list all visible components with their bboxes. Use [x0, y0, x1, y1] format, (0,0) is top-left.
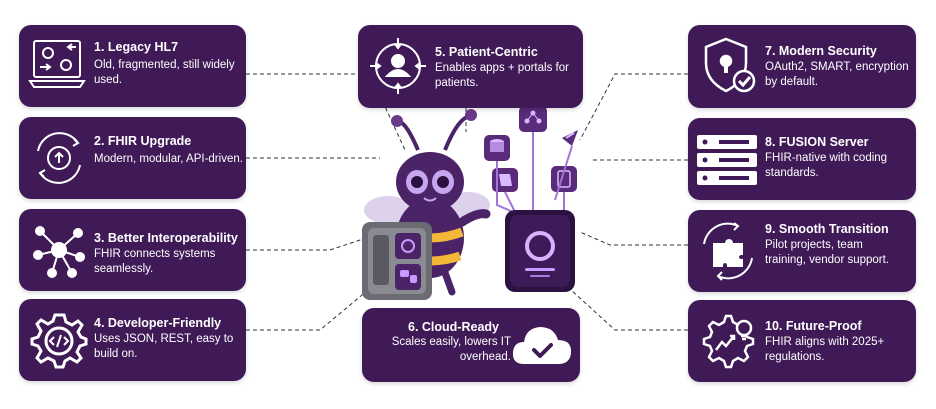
fhir-server-device	[505, 210, 575, 292]
card-title: 6. Cloud-Ready	[408, 320, 499, 334]
card-description: FHIR aligns with 2025+ regulations.	[765, 336, 885, 363]
share-node-icon	[519, 106, 547, 132]
shield-lock-icon	[698, 35, 758, 97]
card-cloud-ready: 6. Cloud-Ready Scales easily, lowers IT …	[362, 308, 580, 382]
rocket-icon	[562, 130, 578, 146]
code-gear-icon	[30, 311, 88, 369]
card-description: Uses JSON, REST, easy to build on.	[94, 333, 234, 360]
card-modern-security: 7. Modern Security OAuth2, SMART, encryp…	[688, 25, 916, 108]
card-future-proof: 10. Future-Proof FHIR aligns with 2025+ …	[688, 300, 916, 382]
card-title: 2. FHIR Upgrade	[94, 134, 192, 148]
future-gear-bulb-icon	[696, 310, 760, 372]
card-smooth-transition: 9. Smooth Transition Pilot projects, tea…	[688, 210, 916, 292]
card-title: 3. Better Interoperability	[94, 231, 238, 245]
card-description: Old, fragmented, still widely used.	[94, 59, 235, 86]
card-description: FHIR connects systems seamlessly.	[94, 248, 216, 275]
cloud-check-icon	[510, 318, 574, 372]
card-title: 4. Developer-Friendly	[94, 316, 222, 330]
card-title: 7. Modern Security	[765, 44, 877, 58]
server-rack-icon	[695, 133, 759, 187]
upgrade-cycle-gear-icon	[30, 129, 88, 187]
network-hub-icon	[30, 221, 88, 279]
card-description: Enables apps + portals for patients.	[435, 62, 569, 89]
card-description: Modern, modular, API-driven.	[94, 153, 243, 165]
card-title: 8. FUSION Server	[765, 135, 869, 149]
card-patient-centric: 5. Patient-Centric Enables apps + portal…	[358, 25, 583, 108]
card-legacy-hl7: 1. Legacy HL7 Old, fragmented, still wid…	[19, 25, 246, 107]
puzzle-cycle-icon	[698, 220, 758, 282]
card-title: 1. Legacy HL7	[94, 40, 179, 54]
card-title: 5. Patient-Centric	[435, 45, 538, 59]
card-title: 9. Smooth Transition	[765, 222, 889, 236]
card-description: OAuth2, SMART, encryption by default.	[765, 61, 909, 88]
floating-icons	[484, 106, 578, 192]
card-title: 10. Future-Proof	[765, 319, 862, 333]
card-description: Pilot projects, team training, vendor su…	[765, 239, 890, 266]
card-developer-friendly: 4. Developer-Friendly Uses JSON, REST, e…	[19, 299, 246, 381]
patient-target-icon	[368, 36, 428, 96]
card-description: Scales easily, lowers IT overhead.	[391, 336, 511, 363]
card-fhir-upgrade: 2. FHIR Upgrade Modern, modular, API-dri…	[19, 117, 246, 199]
legacy-laptop-gears-icon	[28, 37, 88, 93]
card-better-interoperability: 3. Better Interoperability FHIR connects…	[19, 209, 246, 291]
card-description: FHIR-native with coding standards.	[765, 152, 888, 179]
card-fusion-server: 8. FUSION Server FHIR-native with coding…	[688, 118, 916, 200]
legacy-device	[362, 222, 432, 300]
